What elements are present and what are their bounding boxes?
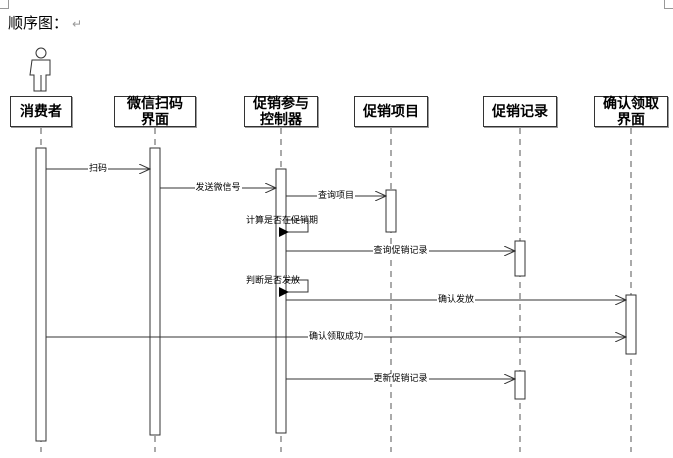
section-title: 顺序图：↵ [8, 12, 82, 33]
self-message-arrow [279, 219, 309, 237]
participant-confirm_ui: 确认领取 界面 [594, 96, 668, 128]
participant-promo_item: 促销项目 [354, 96, 428, 127]
message-label: 计算是否在促销期 [246, 216, 319, 226]
page-corner-mark [0, 0, 9, 9]
activation-bar-controller [275, 168, 287, 434]
message-label: 确认领取成功 [308, 332, 365, 342]
activation-bar-confirm_ui [625, 294, 637, 355]
message-label: 查询促销记录 [372, 246, 429, 256]
message-label: 发送微信号 [194, 183, 242, 193]
activation-bar-promo_record [514, 240, 526, 277]
message-label: 判断是否发放 [246, 276, 301, 286]
activation-bar-wechat_ui [149, 147, 161, 436]
participant-promo_record: 促销记录 [483, 96, 557, 127]
self-message-arrow [279, 279, 309, 297]
activation-bar-consumer [35, 147, 47, 442]
participant-wechat_ui: 微信扫码 界面 [114, 96, 196, 128]
page-corner-mark [664, 0, 673, 9]
person-icon [29, 47, 51, 92]
activation-bar-promo_record [514, 370, 526, 400]
message-label: 确认发放 [437, 295, 476, 305]
participant-consumer: 消费者 [10, 96, 72, 127]
participant-controller: 促销参与 控制器 [244, 96, 318, 128]
message-label: 查询项目 [317, 191, 356, 201]
activation-bar-promo_item [385, 189, 397, 233]
section-title-text: 顺序图： [8, 14, 69, 32]
message-label: 更新促销记录 [372, 374, 429, 384]
paragraph-mark-icon: ↵ [72, 17, 83, 31]
message-label: 扫码 [88, 164, 109, 174]
